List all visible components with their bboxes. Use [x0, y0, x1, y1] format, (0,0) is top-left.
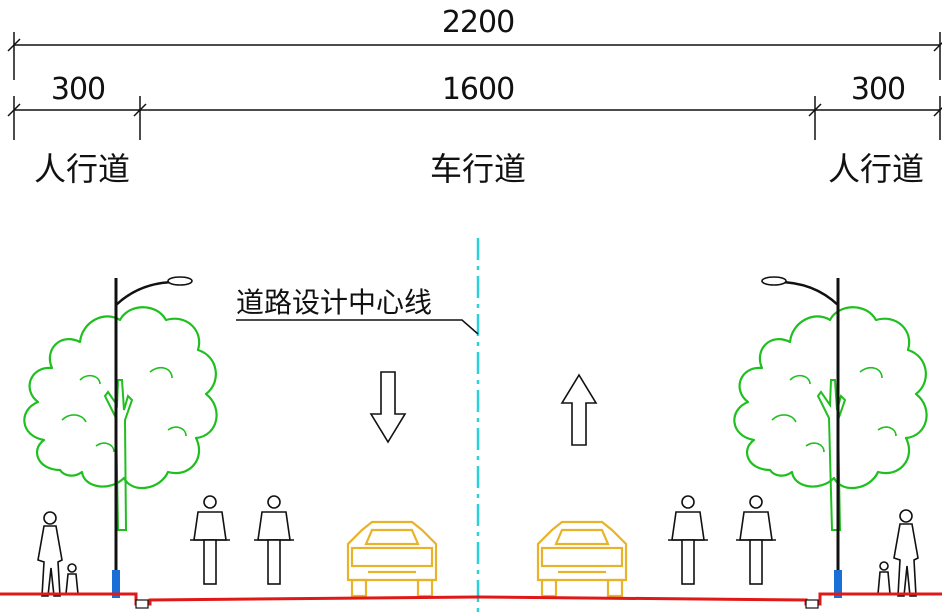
road-surface — [0, 592, 942, 609]
pedestrian-left-icon — [37, 511, 79, 597]
cyclist-2-icon — [254, 495, 294, 585]
car-right-icon — [536, 520, 628, 598]
car-left-icon — [346, 520, 438, 598]
carriageway-label: 车行道 — [430, 150, 526, 188]
arrow-up-icon — [560, 373, 598, 446]
tree-left-icon — [23, 306, 218, 531]
left-sidewalk-width-label: 300 — [51, 72, 105, 107]
dimension-lines — [7, 32, 942, 140]
total-width-label: 2200 — [442, 5, 514, 40]
cyclist-4-icon — [736, 495, 776, 585]
pedestrian-right-icon — [877, 509, 919, 597]
street-lamp-right-icon — [761, 276, 842, 598]
carriageway-width-label: 1600 — [442, 72, 514, 107]
street-lamp-left-icon — [112, 276, 193, 598]
right-sidewalk-label: 人行道 — [828, 150, 924, 188]
centerline-callout: 道路设计中心线 — [236, 286, 479, 335]
left-sidewalk-label: 人行道 — [34, 150, 130, 188]
right-sidewalk-width-label: 300 — [851, 72, 905, 107]
arrow-down-icon — [369, 371, 407, 444]
centerline-label: 道路设计中心线 — [236, 286, 432, 319]
cyclist-3-icon — [668, 495, 708, 585]
tree-right-icon — [733, 306, 928, 531]
cyclist-1-icon — [190, 495, 230, 585]
